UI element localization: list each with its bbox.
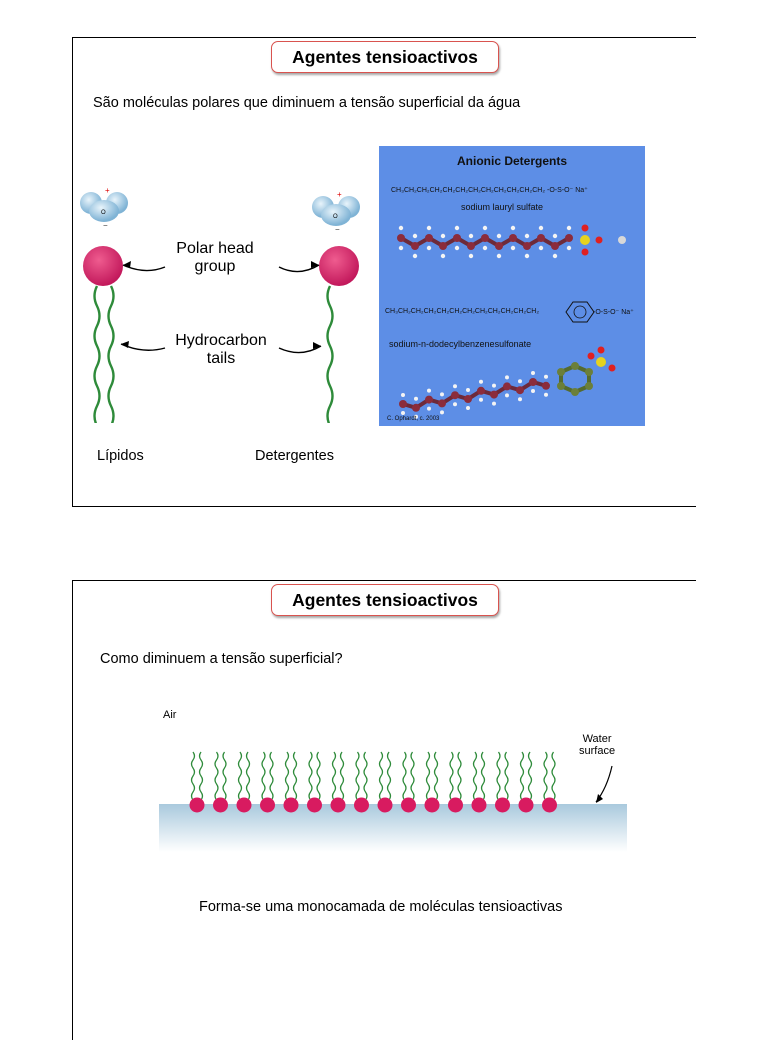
svg-text:−: − bbox=[335, 225, 340, 234]
caption-lipidos: Lípidos bbox=[97, 448, 144, 464]
formula-dodecylbenzene: CH₃CH₂CH₂CH₂CH₂CH₂CH₂CH₂CH₂CH₂CH₂CH₂ bbox=[385, 308, 540, 315]
slide-question: Como diminuem a tensão superficial? bbox=[100, 651, 343, 667]
water-molecule-icon: O + − bbox=[312, 190, 360, 234]
hydrocarbon-tail-icon bbox=[326, 285, 334, 423]
slide-title: Agentes tensioactivos bbox=[271, 41, 499, 73]
slide-2: Agentes tensioactivos Como diminuem a te… bbox=[72, 580, 696, 1040]
hydrocarbon-tail-icon bbox=[107, 285, 115, 423]
anionic-detergents-panel: Anionic Detergents CH₃CH₂CH₂CH₂CH₂CH₂CH₂… bbox=[379, 146, 645, 426]
anionic-heading: Anionic Detergents bbox=[457, 154, 568, 168]
lauryl-sulfate-molecule bbox=[397, 224, 626, 259]
hydrocarbon-tails-label: Hydrocarbon tails bbox=[175, 332, 267, 367]
slide-title: Agentes tensioactivos bbox=[271, 584, 499, 616]
water-surface-label: Water surface bbox=[579, 733, 616, 758]
dodecylbenzenesulfonate-molecule bbox=[399, 346, 616, 419]
formula-sulfonate-group: -O-S-O⁻ Na⁺ bbox=[593, 309, 634, 316]
water-body bbox=[159, 804, 627, 852]
name-dodecylbenzenesulfonate: sodium-n-dodecylbenzenesulfonate bbox=[389, 339, 532, 349]
hydrocarbon-tail-icon bbox=[93, 285, 101, 423]
conclusion-text: Forma-se uma monocamada de moléculas ten… bbox=[199, 899, 563, 915]
svg-text:O: O bbox=[101, 210, 106, 216]
slide-subtitle: São moléculas polares que diminuem a ten… bbox=[93, 95, 521, 111]
credit-text: C. Ophardt, c. 2003 bbox=[387, 416, 440, 422]
air-label: Air bbox=[163, 709, 177, 721]
svg-text:−: − bbox=[103, 221, 108, 230]
surfactant-diagram: O + − O + − bbox=[80, 186, 360, 423]
water-molecule-icon: O + − bbox=[80, 186, 128, 230]
arrow-icon bbox=[278, 264, 320, 273]
svg-text:O: O bbox=[333, 214, 338, 220]
svg-text:+: + bbox=[105, 186, 110, 195]
svg-text:+: + bbox=[337, 190, 342, 199]
name-lauryl-sulfate: sodium lauryl sulfate bbox=[461, 202, 544, 212]
benzene-ring-icon bbox=[565, 301, 595, 323]
polar-head-icon bbox=[83, 246, 123, 286]
polar-head-icon bbox=[319, 246, 359, 286]
slide-1: Agentes tensioactivos São moléculas pola… bbox=[72, 37, 696, 507]
caption-detergentes: Detergentes bbox=[255, 448, 334, 464]
formula-lauryl-sulfate: CH₃CH₂CH₂CH₂CH₂CH₂CH₂CH₂CH₂CH₂CH₂CH₂ -O-… bbox=[391, 187, 588, 194]
polar-head-label: Polar head group bbox=[176, 240, 254, 275]
monolayer-diagram bbox=[159, 751, 627, 852]
arrow-icon bbox=[278, 345, 322, 354]
